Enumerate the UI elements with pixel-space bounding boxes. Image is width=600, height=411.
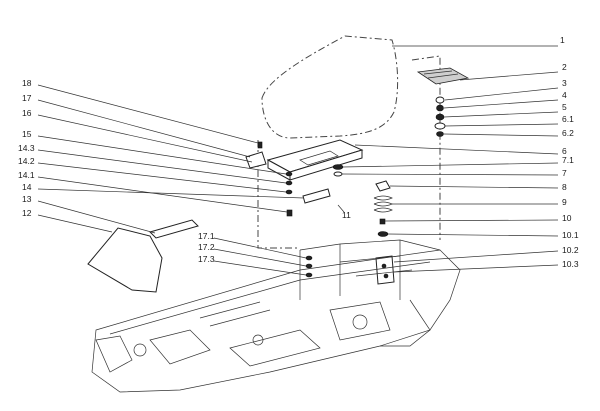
label-10-1: 10.1 — [562, 230, 579, 240]
label-13: 13 — [22, 194, 32, 204]
adjust-lever — [416, 67, 470, 85]
label-17-3: 17.3 — [198, 254, 215, 264]
label-4: 4 — [562, 90, 567, 100]
label-17-2: 17.2 — [198, 242, 215, 252]
label-10-3: 10.3 — [562, 259, 579, 269]
label-14-1: 14.1 — [18, 170, 35, 180]
latch-component — [375, 255, 395, 285]
label-14-2: 14.2 — [18, 156, 35, 166]
label-12: 12 — [22, 208, 32, 218]
label-17: 17 — [22, 93, 32, 103]
tractor-chassis — [91, 239, 461, 393]
label-5: 5 — [562, 102, 567, 112]
label-7-1: 7.1 — [562, 155, 574, 165]
label-18: 18 — [22, 78, 32, 88]
seat-mount-frame — [257, 55, 441, 249]
label-6: 6 — [562, 146, 567, 156]
spring-assembly — [373, 180, 393, 237]
seat-bracket-plate — [266, 139, 364, 181]
small-bracket — [149, 219, 199, 239]
right-hardware-stack — [434, 96, 446, 137]
label-10-2: 10.2 — [562, 245, 579, 255]
label-6-2: 6.2 — [562, 128, 574, 138]
label-11: 11 — [342, 210, 351, 220]
seat-outline — [261, 35, 399, 139]
label-2: 2 — [562, 62, 567, 72]
lower-hardware-stack — [305, 255, 313, 278]
label-9: 9 — [562, 197, 567, 207]
mud-flap — [87, 227, 163, 293]
leader-lines — [37, 45, 559, 276]
label-10: 10 — [562, 213, 572, 223]
label-14-3: 14.3 — [18, 143, 35, 153]
label-14: 14 — [22, 182, 32, 192]
label-16: 16 — [22, 108, 32, 118]
slider-parts — [332, 164, 344, 177]
left-hardware-stack — [245, 141, 331, 217]
label-8: 8 — [562, 182, 567, 192]
label-1: 1 — [560, 35, 565, 45]
label-6-1: 6.1 — [562, 114, 574, 124]
right-labels: 1 2 3 4 5 6.1 6.2 6 7.1 7 8 9 10 10.1 10… — [560, 35, 579, 269]
left-labels: 18 17 16 15 14.3 14.2 14.1 14 13 12 11 1… — [18, 78, 351, 264]
label-17-1: 17.1 — [198, 231, 215, 241]
label-3: 3 — [562, 78, 567, 88]
label-7: 7 — [562, 168, 567, 178]
label-15: 15 — [22, 129, 32, 139]
